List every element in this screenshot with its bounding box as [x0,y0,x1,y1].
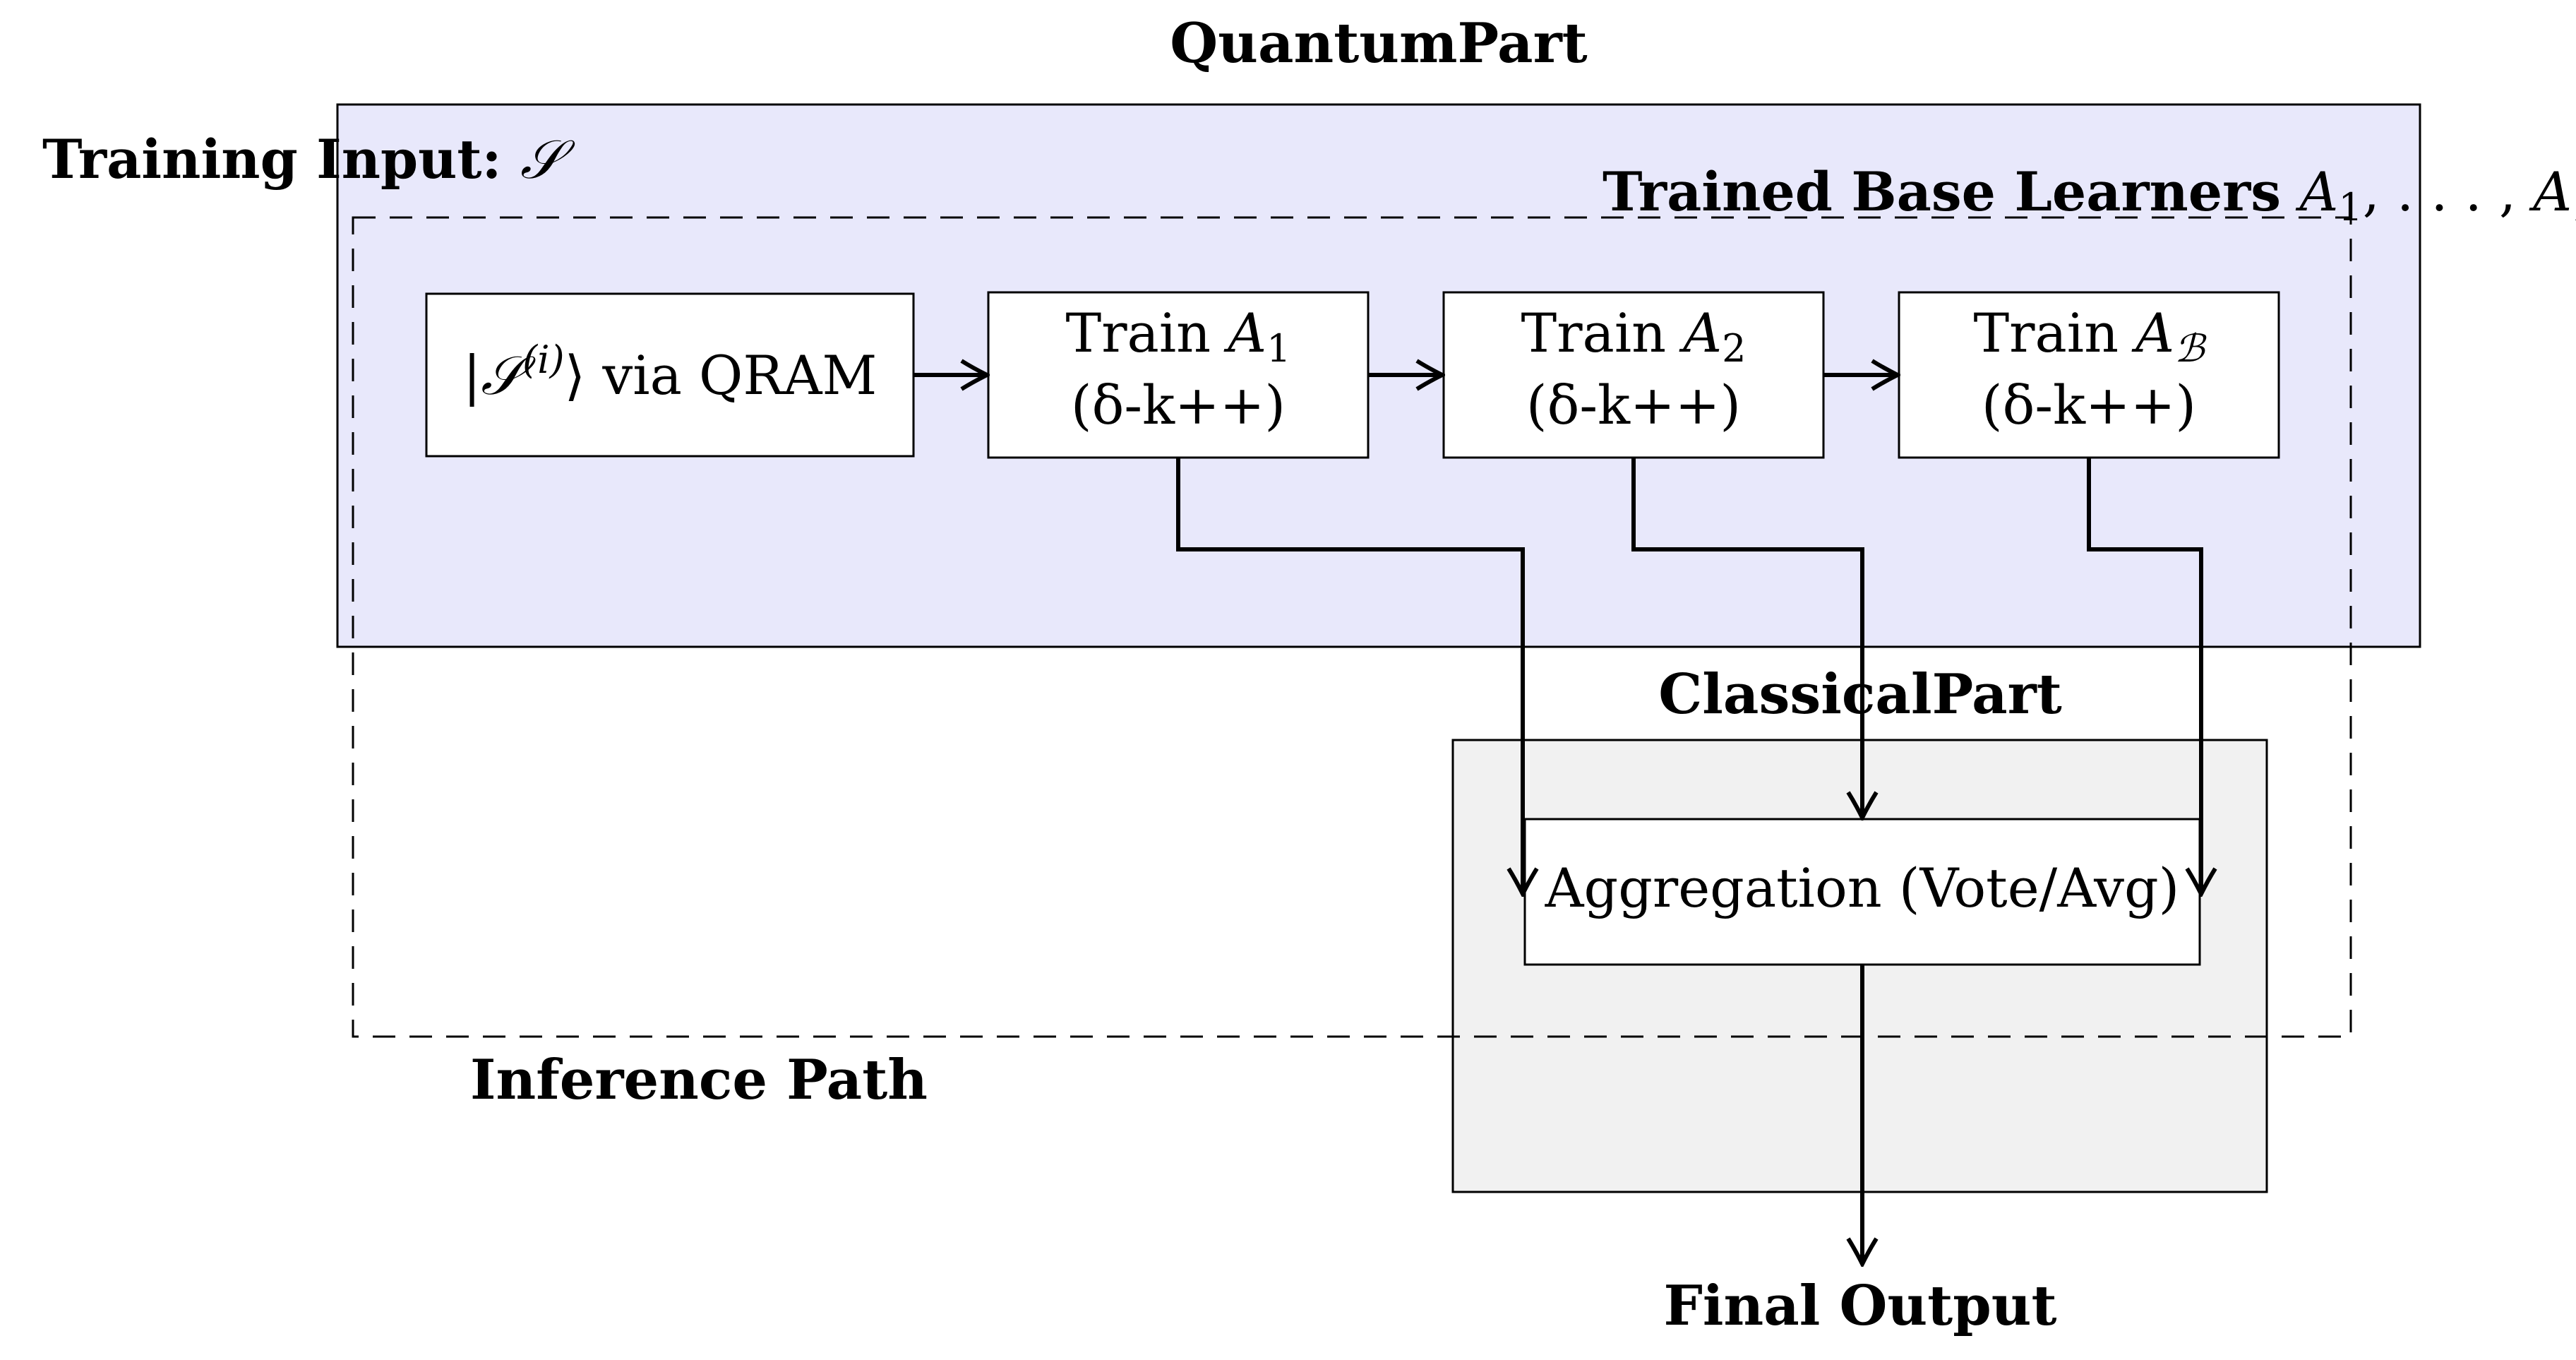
train-ab-node [1898,291,2280,459]
arrow-a2-to-aggregation [1631,458,1862,818]
trained-learners-label: Trained Base Learners A1, . . . , Aℬ [1602,160,2576,229]
training-input-prefix: Training Input: [42,128,520,191]
aggregation-node-label: Aggregation (Vote/Avg) [1545,857,2180,919]
train-a2-line2: (δ-k++) [1526,374,1741,436]
train-a1-node [987,291,1370,459]
arrow-a1-to-aggregation [1176,458,1523,894]
train-ab-line1: Train Aℬ [1973,302,2207,371]
inference-path-dashed-box [352,216,2352,1038]
train-a2-node [1442,291,1825,459]
train-a2-line1: Train A2 [1521,302,1747,371]
qram-node [425,292,915,458]
final-output-label: Final Output [1663,1274,2056,1338]
trained-learners-prefix: Trained Base Learners [1602,160,2299,223]
train-a1-line1: Train A1 [1066,302,1291,371]
classical-part-box [1451,739,2268,1193]
quantum-part-title: QuantumPart [1170,11,1587,76]
train-ab-line2: (δ-k++) [1982,374,2196,436]
training-input-label: Training Input: 𝒮 [42,128,575,191]
arrow-ab-to-aggregation [2087,458,2201,894]
train-a1-line2: (δ-k++) [1071,374,1286,436]
inference-path-label: Inference Path [470,1048,928,1112]
qram-node-label: |𝒮(i)⟩ via QRAM [463,338,877,407]
